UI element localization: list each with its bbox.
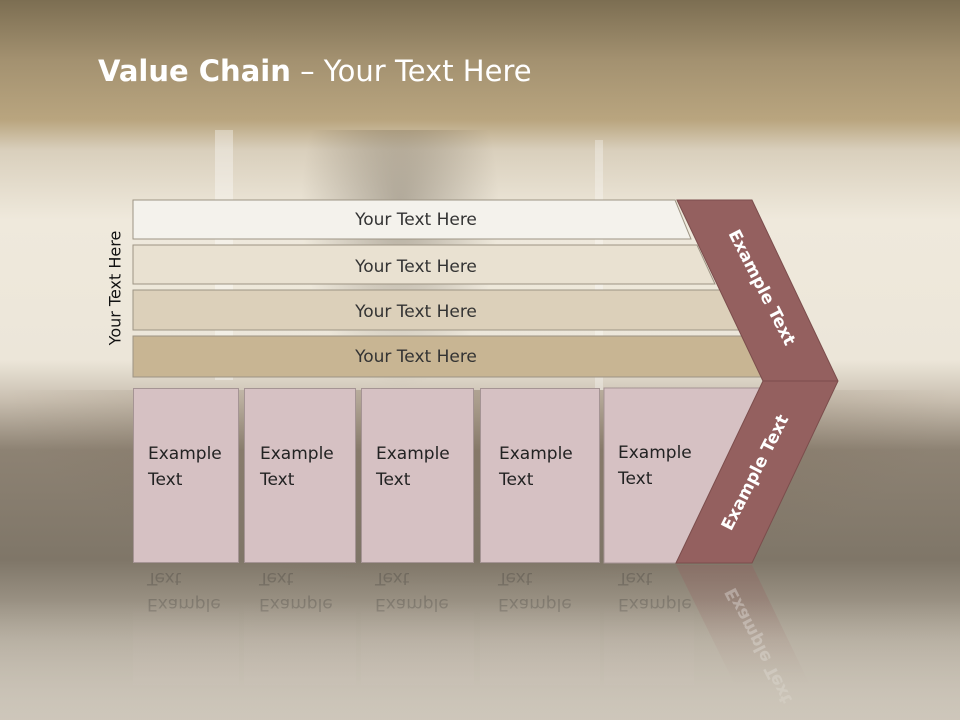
box-1-line1: Example [148,444,222,464]
bar-2 [132,244,716,285]
box-3: Example Text [361,388,474,563]
bar-3-label: Your Text Here [354,302,477,322]
box-1: Example Text [133,388,239,563]
box-2: Example Text [244,388,356,563]
reflection-fade [0,600,960,720]
box-2-line2: Text [260,470,295,490]
box-1-reflection-line2: Text [147,568,182,588]
box-3-reflection-line2: Text [375,568,410,588]
box-3-line2: Text [376,470,411,490]
box-5-line1: Example [618,443,692,463]
box-5-line2: Text [618,469,653,489]
box-4: Example Text [480,388,600,563]
title-bold: Value Chain [98,54,291,88]
box-2-reflection-line2: Text [259,568,294,588]
slide-title: Value Chain – Your Text Here [98,54,532,88]
box-2-line1: Example [260,444,334,464]
box-4-reflection-line2: Text [498,568,533,588]
bar-1-label: Your Text Here [354,210,477,230]
box-5: Example Text [604,388,694,563]
box-5-reflection-line2: Text [618,568,653,588]
box-4-line1: Example [499,444,573,464]
box-4-line2: Text [499,470,534,490]
bar-1 [132,199,692,240]
bar-4-label: Your Text Here [354,347,477,367]
box-1-line2: Text [148,470,183,490]
title-rest: – Your Text Here [290,54,532,88]
box-3-line1: Example [376,444,450,464]
bar-2-label: Your Text Here [354,257,477,277]
